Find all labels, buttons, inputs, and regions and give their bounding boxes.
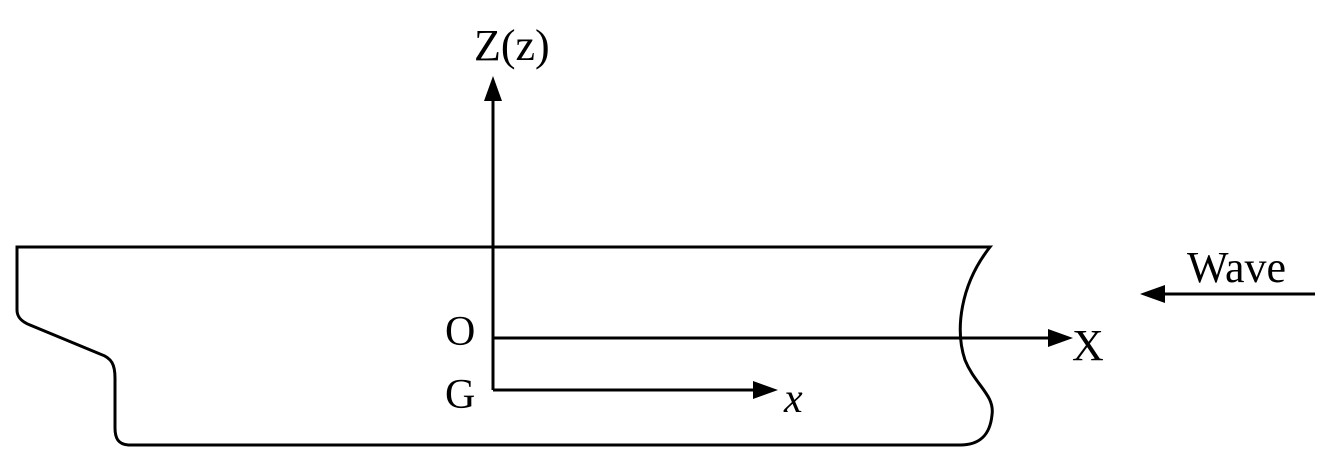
ship-hull-outline — [15, 245, 994, 447]
z-axis-label: Z(z) — [474, 21, 550, 70]
z-axis-arrowhead — [484, 76, 502, 101]
x-axis-lower-arrowhead — [753, 381, 778, 399]
x-axis-upper-arrowhead — [1048, 329, 1073, 347]
origin-o-label: O — [445, 309, 475, 355]
wave-label: Wave — [1187, 243, 1286, 292]
origin-g-label: G — [445, 372, 475, 418]
x-axis-lower-label: x — [783, 376, 803, 422]
x-axis-upper-label: X — [1072, 321, 1104, 370]
wave-arrow-arrowhead — [1140, 285, 1165, 303]
